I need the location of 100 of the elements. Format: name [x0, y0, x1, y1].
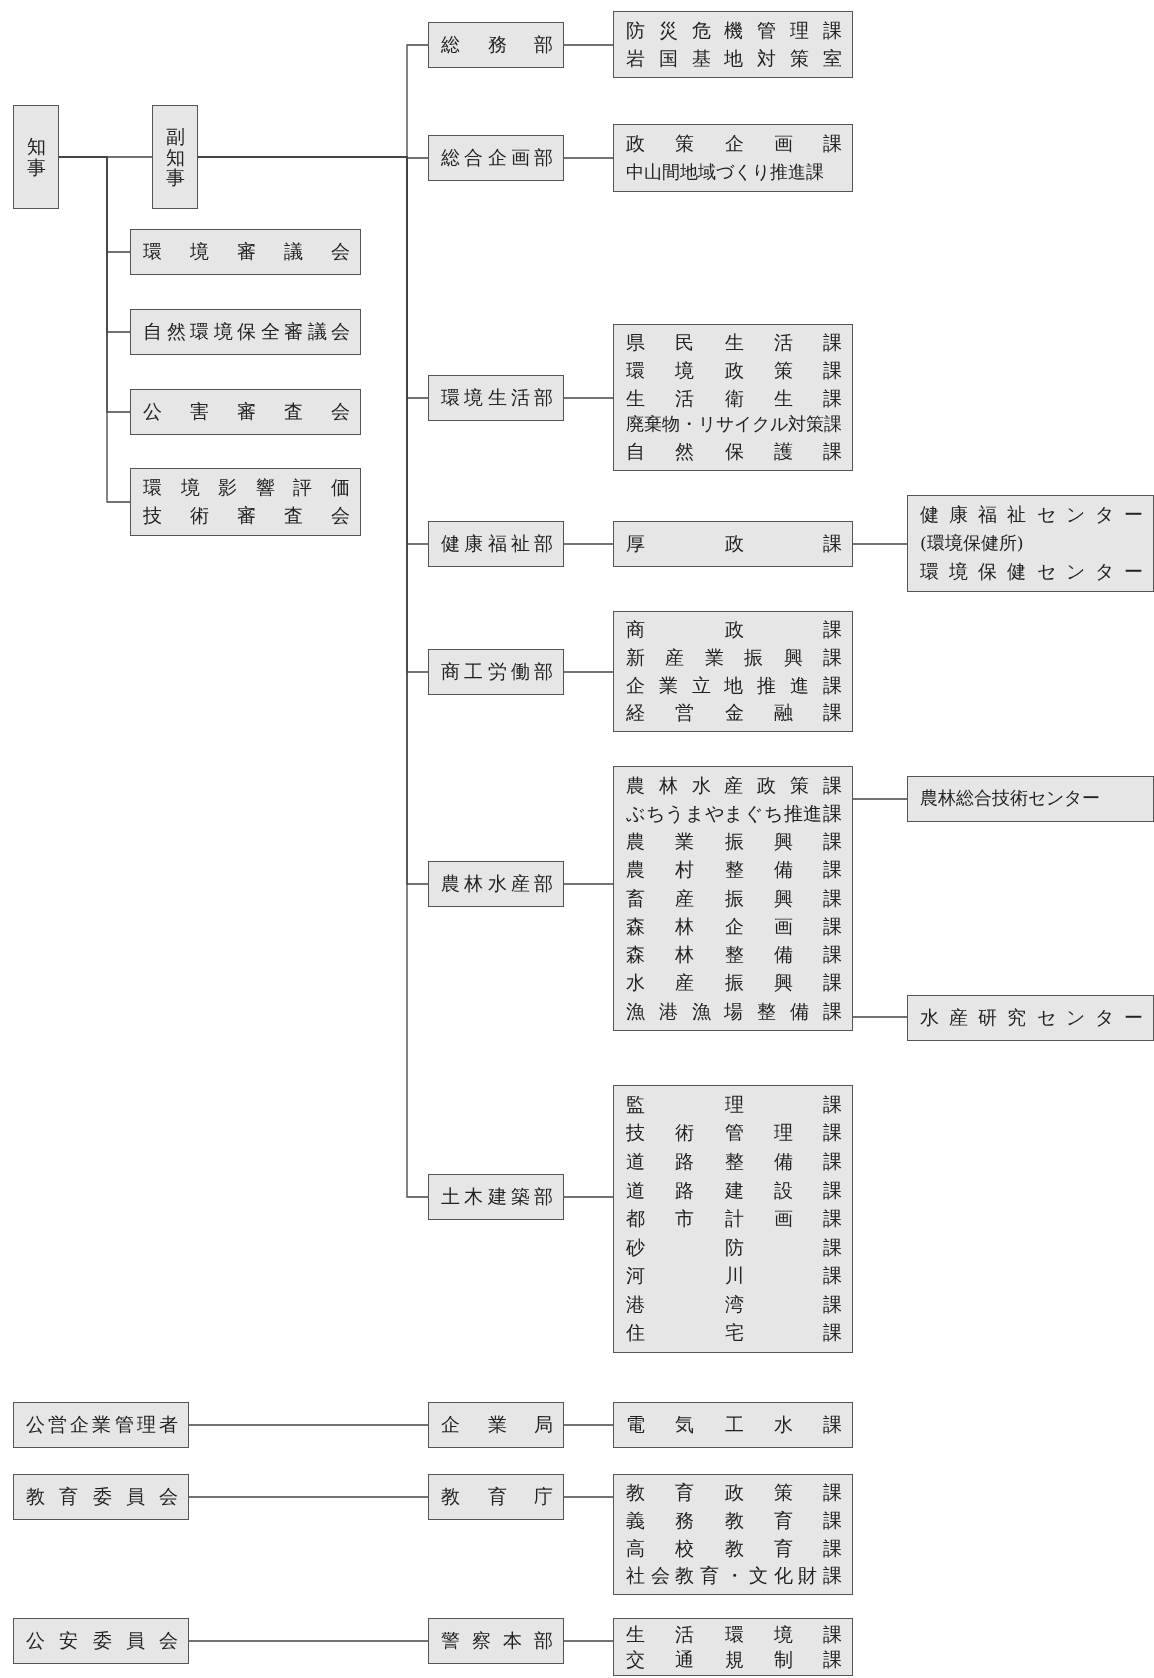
org-box: [130, 229, 361, 275]
org-unit-name: 農業振興課: [626, 830, 842, 854]
connector-line: [563, 1424, 614, 1426]
org-unit-name: 道路建設課: [626, 1178, 842, 1203]
org-unit-name: 防災危機管理課: [626, 18, 842, 43]
org-unit-name: 河川課: [626, 1264, 842, 1288]
org-box: [428, 375, 564, 421]
org-unit-name: 電気工水課: [626, 1413, 842, 1437]
org-unit-name: 廃棄物・リサイクル対策課: [626, 414, 842, 437]
connector-line: [563, 397, 614, 399]
org-unit-name: 道路整備課: [626, 1149, 842, 1174]
org-unit-name: 農林水産政策課: [626, 773, 842, 798]
org-box: [613, 11, 853, 78]
org-unit-name: 経営金融課: [626, 701, 842, 725]
org-unit-name: 都市計画課: [626, 1207, 842, 1231]
org-unit-name: 中山間地域づくり推進課: [626, 161, 825, 184]
org-unit-name: 交通規制課: [626, 1647, 842, 1672]
connector-line: [563, 157, 614, 159]
org-unit-name: 社会教育・文化財課: [626, 1564, 842, 1588]
org-unit-name: 知事: [26, 136, 46, 178]
org-unit-name: 教育委員会: [26, 1485, 178, 1509]
org-box: [428, 1618, 564, 1664]
org-unit-name: 厚政課: [626, 532, 842, 556]
org-unit-name: 公営企業管理者: [26, 1413, 178, 1437]
org-unit-name: 総合企画部: [441, 146, 553, 170]
connector-line: [852, 1016, 908, 1018]
org-box: [613, 1618, 853, 1676]
org-unit-name: 県民生活課: [626, 331, 842, 355]
connector-line: [563, 543, 614, 545]
org-box: [907, 995, 1154, 1041]
org-box: [907, 776, 1154, 822]
org-unit-name: 環境審議会: [143, 240, 350, 264]
official-box: [13, 105, 59, 209]
org-unit-name: 環境生活部: [441, 386, 553, 410]
org-unit-name: 環境保健センター: [920, 559, 1143, 584]
org-unit-name: 健康福祉部: [441, 532, 553, 556]
org-unit-name: 環境政策課: [626, 358, 842, 383]
org-unit-name: 農林総合技術センター: [920, 788, 1101, 810]
org-unit-name: 港湾課: [626, 1292, 842, 1317]
org-box: [130, 389, 361, 435]
org-box: [613, 766, 853, 1031]
org-unit-name: 自然環境保全審議会: [143, 320, 350, 344]
org-box: [428, 521, 564, 567]
org-box: [13, 1474, 189, 1520]
connector-line: [852, 798, 908, 800]
org-unit-name: 警察本部: [441, 1629, 553, 1653]
org-box: [428, 1402, 564, 1448]
org-box: [13, 1618, 189, 1664]
org-unit-name: 土木建築部: [441, 1185, 553, 1209]
org-unit-name: 森林整備課: [626, 943, 842, 967]
org-unit-name: 商政課: [626, 618, 842, 642]
org-unit-name: 農林水産部: [441, 872, 553, 896]
org-unit-name: 畜産振興課: [626, 886, 842, 911]
org-box: [428, 1174, 564, 1220]
org-box: [428, 1474, 564, 1520]
org-unit-name: 総務部: [441, 33, 553, 57]
org-box: [613, 521, 853, 567]
org-unit-name: 副知事: [165, 125, 185, 189]
org-unit-name: 企業立地推進課: [626, 673, 842, 698]
connector-line: [563, 1496, 614, 1498]
official-box: [152, 105, 198, 209]
org-box: [13, 1402, 189, 1448]
connector-line: [188, 1640, 429, 1642]
connector-line: [852, 543, 908, 545]
org-unit-name: 水産振興課: [626, 971, 842, 996]
org-box: [613, 611, 853, 732]
org-box: [613, 324, 853, 471]
org-unit-name: (環境保健所): [920, 532, 1025, 555]
org-unit-name: 環境影響評価: [143, 475, 350, 500]
org-unit-name: 生活環境課: [626, 1622, 842, 1647]
org-unit-name: 企業局: [441, 1413, 553, 1437]
org-box: [613, 1402, 853, 1448]
org-unit-name: 健康福祉センター: [920, 503, 1143, 528]
connector-line: [188, 1424, 429, 1426]
org-unit-name: 監理課: [626, 1092, 842, 1117]
org-unit-name: 教育政策課: [626, 1481, 842, 1505]
org-box: [613, 124, 853, 192]
org-unit-name: 新産業振興課: [626, 645, 842, 670]
org-box: [428, 22, 564, 68]
org-unit-name: 住宅課: [626, 1321, 842, 1346]
connector-line: [563, 671, 614, 673]
org-unit-name: 政策企画課: [626, 132, 842, 157]
org-unit-name: 公安委員会: [26, 1629, 178, 1653]
org-box: [428, 861, 564, 907]
org-unit-name: 教育庁: [441, 1485, 553, 1509]
org-box: [907, 495, 1154, 592]
org-unit-name: ぶちうまやまぐち推進課: [626, 801, 842, 826]
org-box: [130, 309, 361, 355]
connector-line: [563, 883, 614, 885]
org-unit-name: 自然保護課: [626, 440, 842, 464]
org-unit-name: 義務教育課: [626, 1508, 842, 1533]
org-box: [613, 1474, 853, 1595]
org-unit-name: 森林企画課: [626, 914, 842, 939]
org-unit-name: 技術管理課: [626, 1121, 842, 1146]
connector-line: [188, 1496, 429, 1498]
org-unit-name: 公害審査会: [143, 400, 350, 424]
org-unit-name: 商工労働部: [441, 660, 553, 684]
org-box: [613, 1085, 853, 1353]
org-unit-name: 農村整備課: [626, 858, 842, 883]
org-unit-name: 漁港漁場整備課: [626, 999, 842, 1024]
